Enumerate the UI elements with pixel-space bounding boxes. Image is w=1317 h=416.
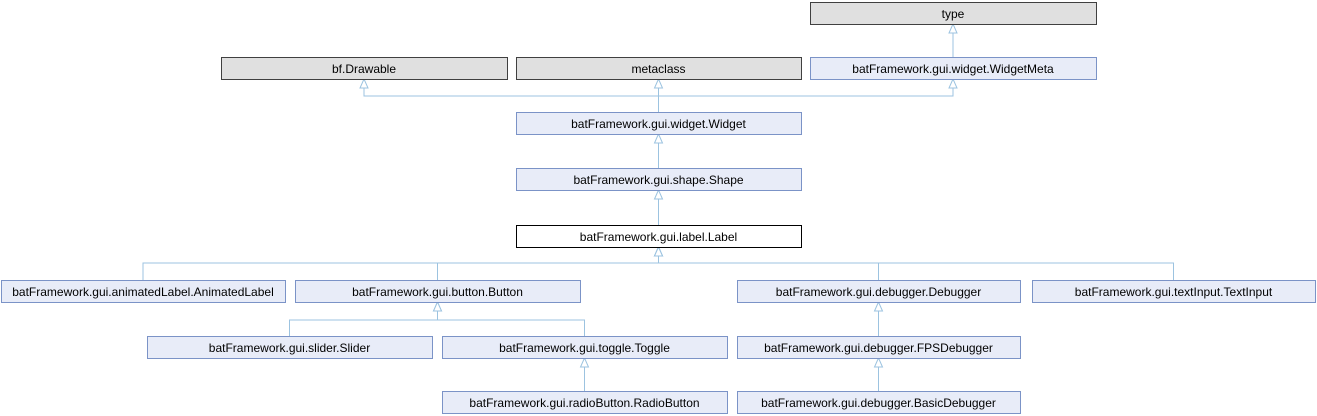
arrowhead-radiobutton-to-toggle <box>579 356 590 368</box>
class-box-toggle <box>442 336 728 359</box>
arrowhead-basicdebugger-to-fpsdebugger <box>873 356 884 368</box>
arrowhead-shape-to-widget <box>653 132 664 144</box>
class-box-basicdebugger <box>737 391 1021 414</box>
class-label-animlabel: batFramework.gui.animatedLabel.AnimatedL… <box>12 285 274 299</box>
edge-textinput-to-label <box>658 247 1174 280</box>
class-box-drawable <box>221 57 508 80</box>
class-box-animlabel <box>1 280 286 303</box>
class-label-debugger: batFramework.gui.debugger.Debugger <box>776 285 981 299</box>
arrowhead-toggle-to-button <box>432 300 443 312</box>
class-node-toggle[interactable]: batFramework.gui.toggle.Toggle <box>442 336 728 359</box>
class-node-animlabel[interactable]: batFramework.gui.animatedLabel.AnimatedL… <box>1 280 286 303</box>
class-box-debugger <box>737 280 1021 303</box>
class-label-basicdebugger: batFramework.gui.debugger.BasicDebugger <box>761 396 996 410</box>
class-label-radiobutton: batFramework.gui.radioButton.RadioButton <box>469 396 699 410</box>
edges-layer <box>142 22 1174 391</box>
arrowhead-textinput-to-label <box>653 245 664 257</box>
class-label-fpsdebugger: batFramework.gui.debugger.FPSDebugger <box>764 341 993 355</box>
class-box-metaclass <box>516 57 802 80</box>
class-box-textinput <box>1032 280 1316 303</box>
edge-slider-to-button <box>289 302 438 336</box>
class-node-label: batFramework.gui.label.Label <box>516 225 802 248</box>
arrowhead-fpsdebugger-to-debugger <box>873 300 884 312</box>
class-box-widgetmeta <box>810 57 1097 80</box>
class-label-metaclass: metaclass <box>631 62 685 76</box>
arrowhead-widget-to-drawable <box>359 77 369 89</box>
class-label-toggle: batFramework.gui.toggle.Toggle <box>499 341 670 355</box>
class-node-widget[interactable]: batFramework.gui.widget.Widget <box>516 112 802 135</box>
class-box-radiobutton <box>442 391 728 414</box>
edge-widget-to-drawable <box>363 79 659 112</box>
class-node-debugger[interactable]: batFramework.gui.debugger.Debugger <box>737 280 1021 303</box>
class-node-textinput[interactable]: batFramework.gui.textInput.TextInput <box>1032 280 1316 303</box>
class-node-widgetmeta[interactable]: batFramework.gui.widget.WidgetMeta <box>810 57 1097 80</box>
arrowhead-label-to-shape <box>653 188 664 200</box>
arrowhead-widget-to-metaclass <box>653 77 664 89</box>
edge-widget-to-widgetmeta <box>658 79 954 112</box>
class-label-slider: batFramework.gui.slider.Slider <box>209 341 370 355</box>
class-label-widgetmeta: batFramework.gui.widget.WidgetMeta <box>852 62 1054 76</box>
arrowhead-widgetmeta-to-type <box>948 22 958 34</box>
edge-button-to-label <box>437 247 659 280</box>
edge-toggle-to-button <box>437 302 585 336</box>
class-node-radiobutton[interactable]: batFramework.gui.radioButton.RadioButton <box>442 391 728 414</box>
class-node-drawable: bf.Drawable <box>221 57 508 80</box>
class-label-button: batFramework.gui.button.Button <box>352 285 523 299</box>
class-node-fpsdebugger[interactable]: batFramework.gui.debugger.FPSDebugger <box>737 336 1021 359</box>
class-node-type: type <box>810 2 1097 25</box>
class-node-slider[interactable]: batFramework.gui.slider.Slider <box>147 336 433 359</box>
class-label-shape: batFramework.gui.shape.Shape <box>573 173 743 187</box>
class-node-shape[interactable]: batFramework.gui.shape.Shape <box>516 168 802 191</box>
class-label-label: batFramework.gui.label.Label <box>580 230 737 244</box>
class-box-fpsdebugger <box>737 336 1021 359</box>
class-label-type: type <box>942 7 965 21</box>
class-box-label <box>516 225 802 248</box>
class-node-basicdebugger[interactable]: batFramework.gui.debugger.BasicDebugger <box>737 391 1021 414</box>
class-box-shape <box>516 168 802 191</box>
class-node-metaclass: metaclass <box>516 57 802 80</box>
class-box-type <box>810 2 1097 25</box>
class-box-slider <box>147 336 433 359</box>
class-label-textinput: batFramework.gui.textInput.TextInput <box>1075 285 1273 299</box>
class-label-widget: batFramework.gui.widget.Widget <box>571 117 746 131</box>
class-label-drawable: bf.Drawable <box>332 62 396 76</box>
class-node-button[interactable]: batFramework.gui.button.Button <box>295 280 581 303</box>
arrowhead-widget-to-widgetmeta <box>948 77 958 89</box>
class-box-button <box>295 280 581 303</box>
class-box-widget <box>516 112 802 135</box>
